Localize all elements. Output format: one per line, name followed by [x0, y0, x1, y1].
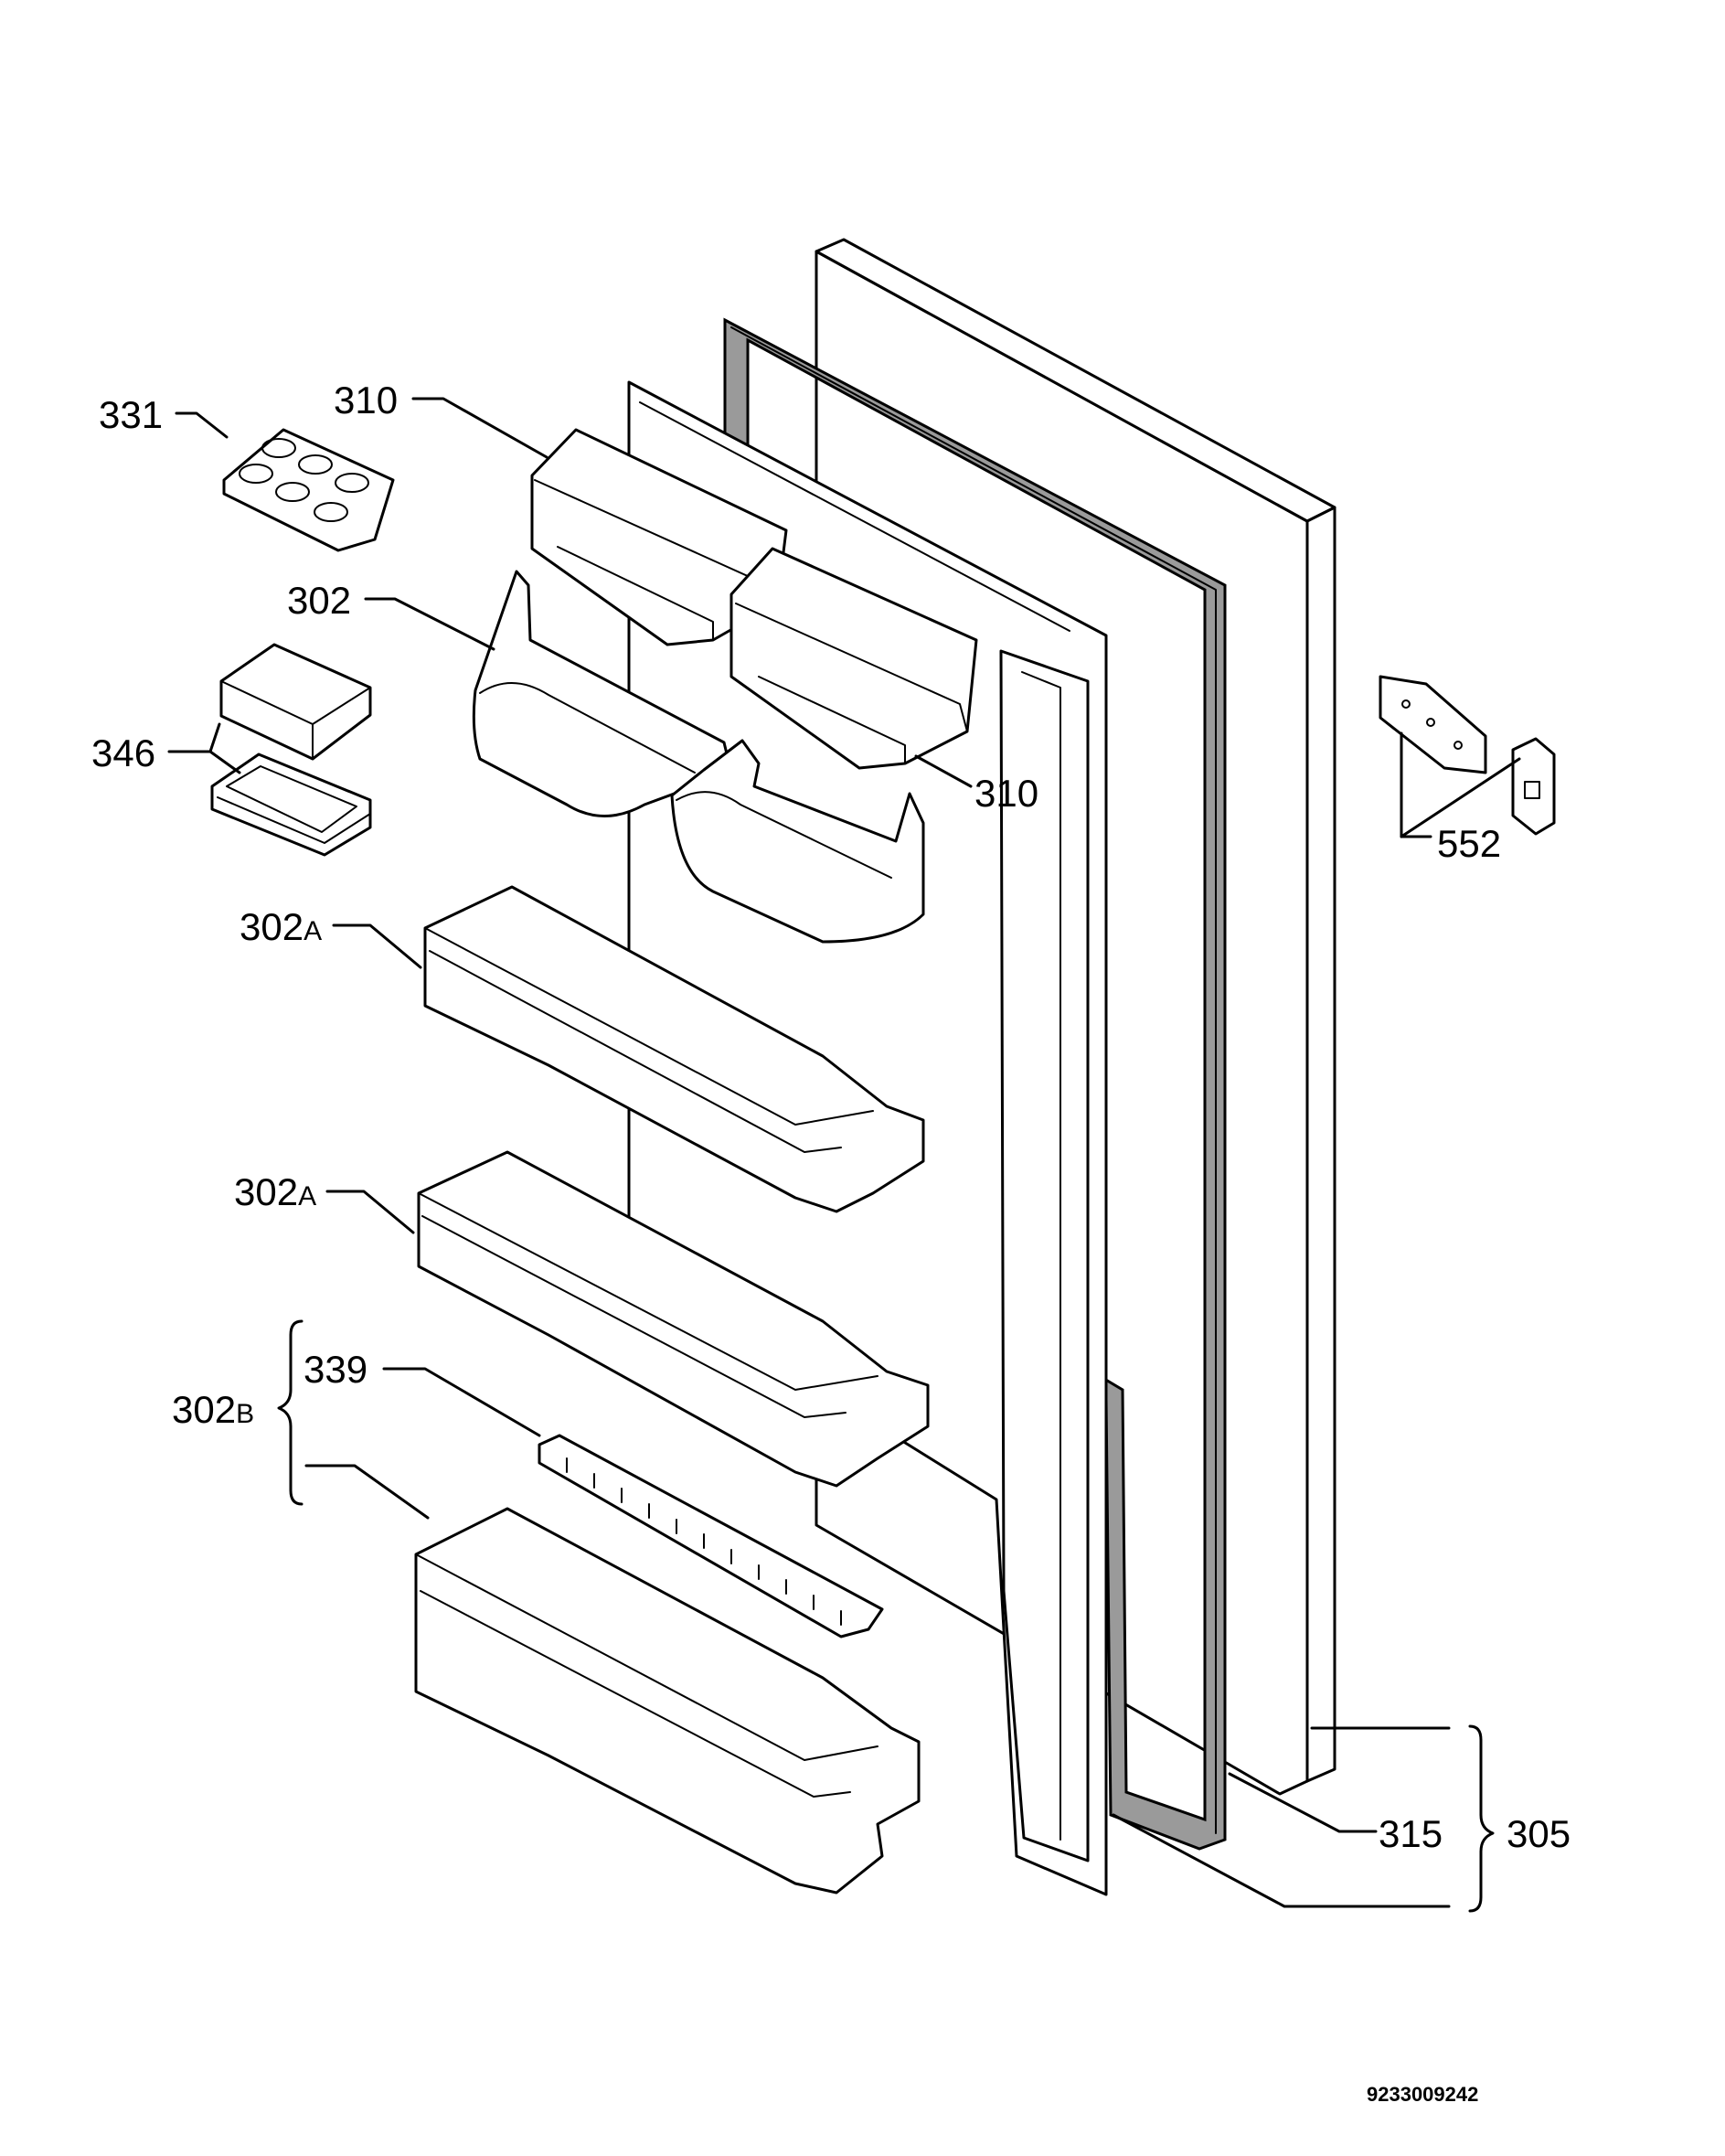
door-shelf-302a-upper — [423, 885, 925, 1213]
callout-302a-lower: 302A — [234, 1170, 316, 1213]
callout-339: 339 — [303, 1348, 367, 1391]
bottle-retainer — [538, 1434, 884, 1638]
brace-302b — [277, 1319, 303, 1506]
brace-305 — [1468, 1724, 1495, 1913]
leader-lines — [167, 397, 1521, 1908]
callout-552: 552 — [1437, 822, 1501, 865]
callout-302: 302 — [287, 579, 351, 622]
callout-310-right: 310 — [974, 772, 1038, 815]
callout-331: 331 — [99, 393, 163, 436]
document-number: 9233009242 — [1367, 2083, 1478, 2106]
callout-302b: 302B — [172, 1388, 254, 1431]
butter-box-lid — [219, 643, 372, 761]
butter-box-base — [210, 752, 372, 857]
egg-tray — [222, 428, 395, 552]
callout-302a-upper: 302A — [240, 905, 322, 948]
callout-346: 346 — [91, 731, 155, 774]
dairy-cover-lower — [729, 547, 978, 770]
hinge-bracket — [1379, 675, 1556, 836]
door-shelf-302-right — [670, 739, 925, 944]
callout-310-top: 310 — [334, 379, 398, 422]
callout-305: 305 — [1507, 1812, 1571, 1855]
door-shelf-302a-lower — [417, 1150, 930, 1488]
callout-315: 315 — [1379, 1812, 1443, 1855]
door-shelf-302b — [414, 1507, 921, 1895]
